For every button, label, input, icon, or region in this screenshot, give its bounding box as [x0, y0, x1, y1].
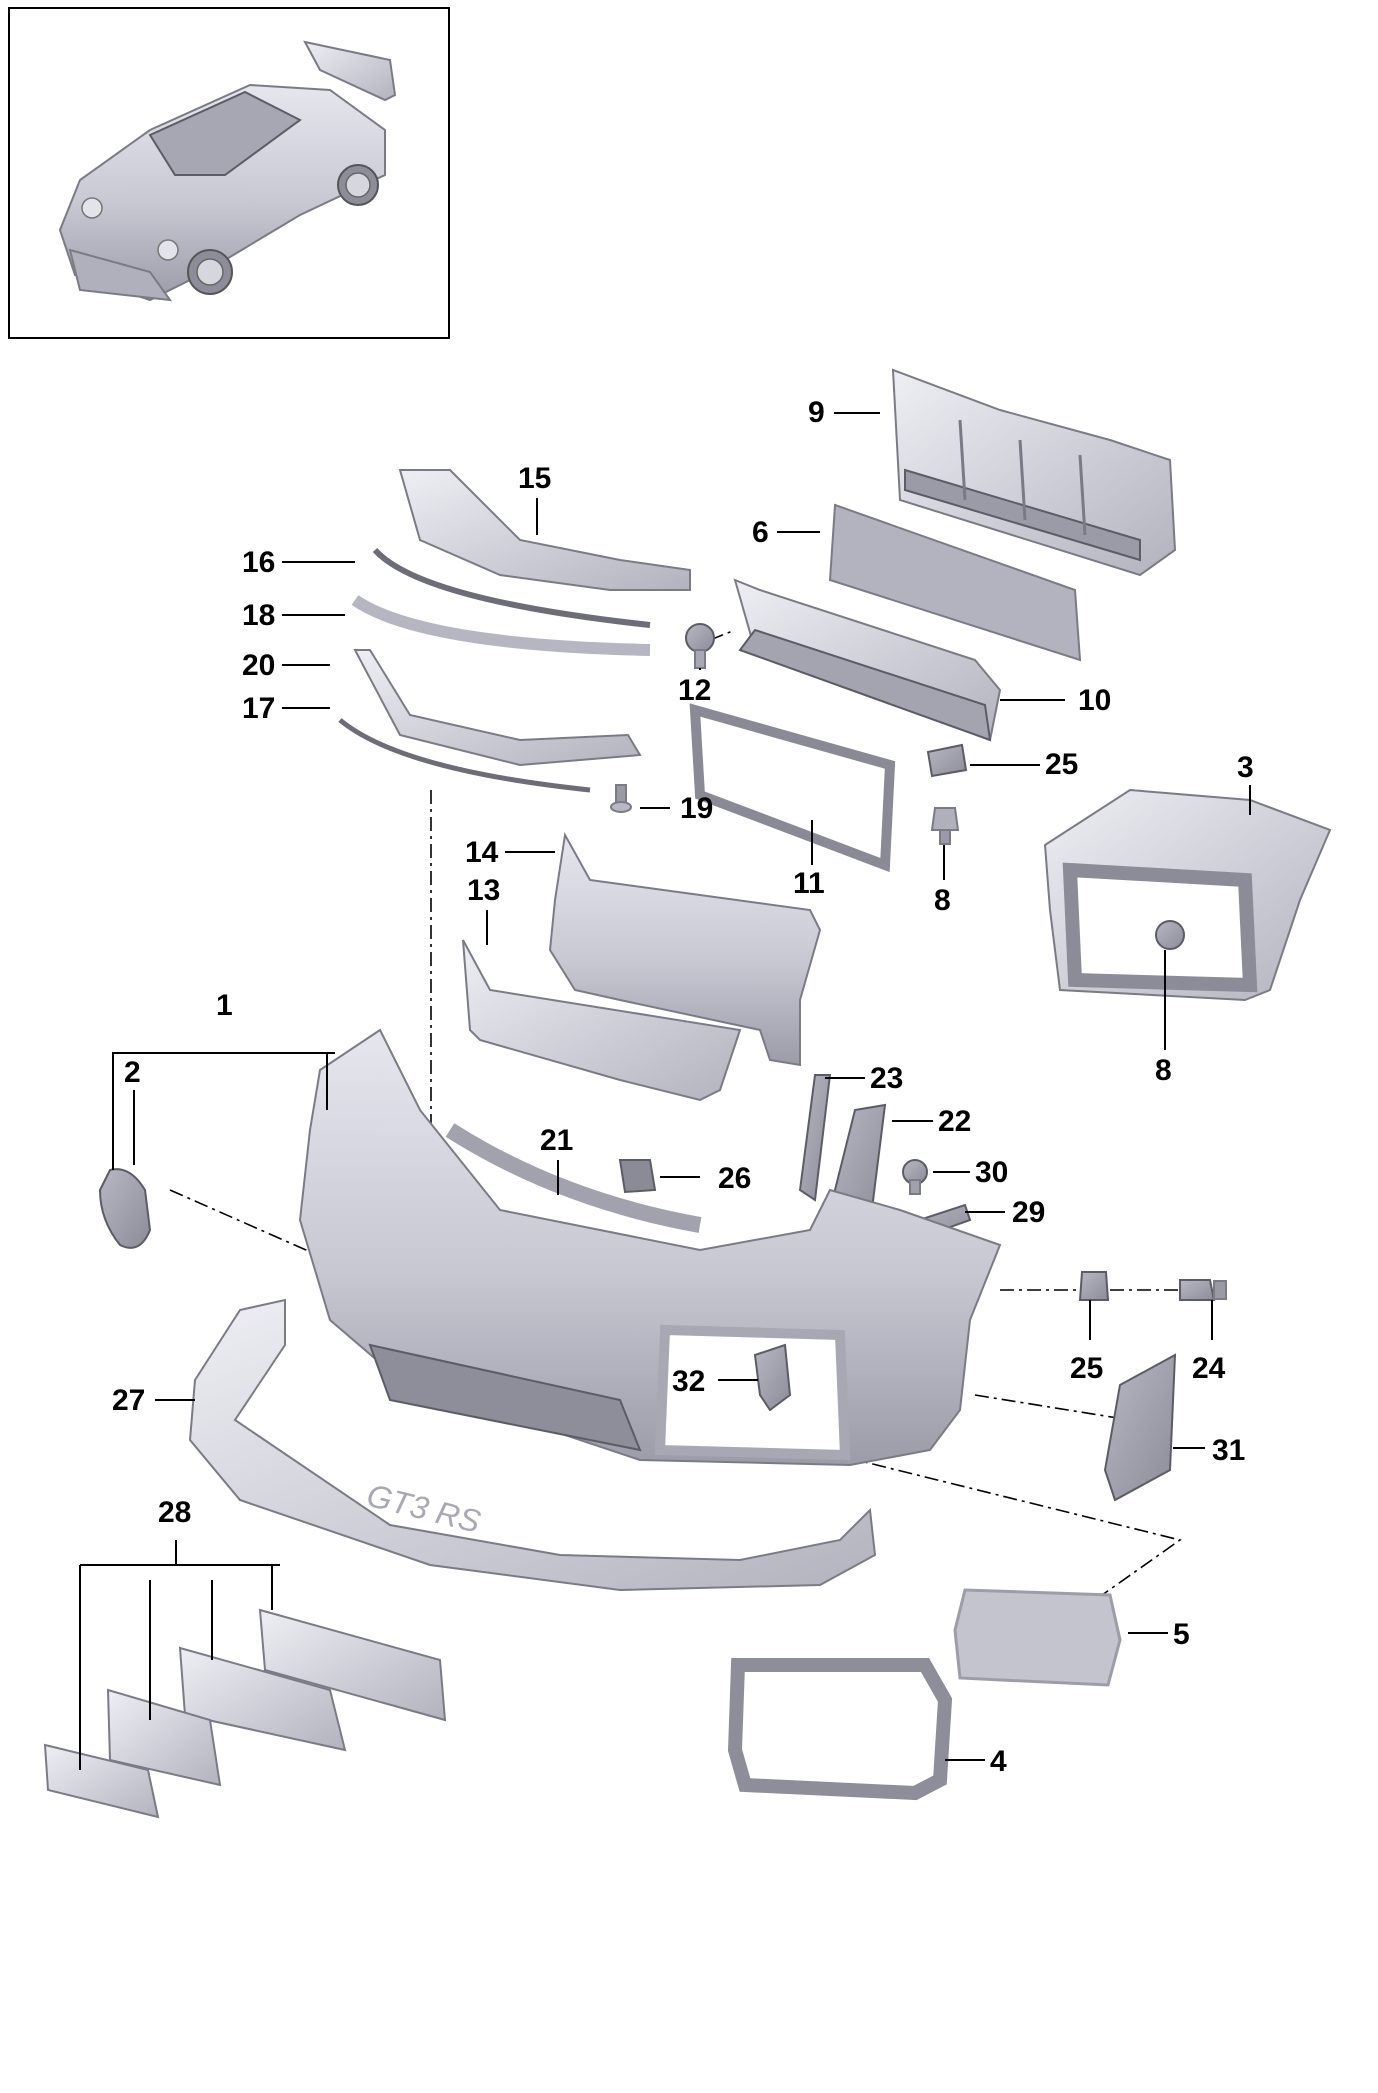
callout-19: 19	[680, 792, 713, 825]
callout-28: 28	[158, 1496, 191, 1529]
part-10-air-duct	[733, 578, 1002, 742]
part-20-trim	[353, 649, 642, 767]
part-19-screw	[610, 784, 632, 813]
callout-9: 9	[808, 396, 825, 429]
callout-12: 12	[678, 674, 711, 707]
part-6-grille-mesh	[828, 503, 1082, 662]
callout-4: 4	[990, 1745, 1007, 1778]
callout-13: 13	[467, 874, 500, 907]
callout-11: 11	[793, 867, 825, 900]
part-11-grille-frame	[689, 703, 896, 873]
part-12-clip	[685, 623, 715, 669]
part-17-strip	[338, 718, 591, 793]
leader-lines	[79, 412, 1251, 1770]
callout-25-upper: 25	[1045, 748, 1078, 781]
part-21-strip	[445, 1123, 702, 1233]
part-23-side-guide	[798, 1074, 832, 1202]
callout-31: 31	[1212, 1434, 1245, 1467]
callout-30: 30	[975, 1156, 1008, 1189]
part-28-plate-holders	[43, 1608, 447, 1819]
callout-27: 27	[112, 1384, 145, 1417]
part-8-screw-upper	[930, 807, 960, 845]
callout-22: 22	[938, 1105, 971, 1138]
part-16-strip	[372, 547, 651, 628]
callout-8-lower: 8	[1155, 1054, 1172, 1087]
callout-8-upper: 8	[934, 884, 951, 917]
part-9-radiator-frame	[891, 368, 1177, 577]
callout-29: 29	[1012, 1196, 1045, 1229]
callout-23: 23	[870, 1062, 903, 1095]
vehicle-thumbnail	[8, 7, 450, 339]
callout-32: 32	[672, 1365, 705, 1398]
callout-5: 5	[1173, 1618, 1190, 1651]
part-18-seal	[351, 595, 651, 656]
part-25-clip-lower	[1078, 1271, 1110, 1301]
callout-21: 21	[540, 1124, 573, 1157]
part-5-mesh-insert	[953, 1588, 1122, 1687]
part-26-clip	[618, 1159, 657, 1194]
callout-20: 20	[242, 649, 275, 682]
callout-24: 24	[1192, 1352, 1226, 1385]
part-24-screw	[1179, 1279, 1227, 1301]
part-4-trim-ring	[727, 1658, 953, 1801]
part-14-air-guide	[548, 831, 822, 1067]
callouts: 9 6 15 16 18 20 17 12 10 25 3 19 11 8 14…	[112, 396, 1254, 1778]
part-3-mounting-bracket	[1043, 788, 1332, 1002]
callout-3: 3	[1237, 751, 1254, 784]
callout-15: 15	[518, 462, 551, 495]
part-32-sensor	[753, 1343, 792, 1412]
callout-25-lower: 25	[1070, 1352, 1103, 1385]
callout-14: 14	[465, 836, 499, 869]
part-30-clip	[902, 1159, 928, 1195]
callout-6: 6	[752, 516, 769, 549]
callout-26: 26	[718, 1162, 751, 1195]
callout-17: 17	[242, 692, 275, 725]
part-15-spoiler-lip	[398, 469, 691, 591]
callout-16: 16	[242, 546, 275, 579]
callout-18: 18	[242, 599, 275, 632]
car-illustration	[58, 40, 397, 302]
callout-10: 10	[1078, 684, 1111, 717]
part-31-side-vent	[1103, 1353, 1177, 1502]
part-2-tow-hook-cap	[98, 1168, 152, 1249]
part-25-clip-upper	[926, 743, 968, 778]
callout-1: 1	[216, 989, 233, 1022]
part-13-air-guide	[462, 939, 742, 1102]
callout-2: 2	[124, 1056, 141, 1089]
part-1-bumper-cover	[298, 1028, 1002, 1467]
